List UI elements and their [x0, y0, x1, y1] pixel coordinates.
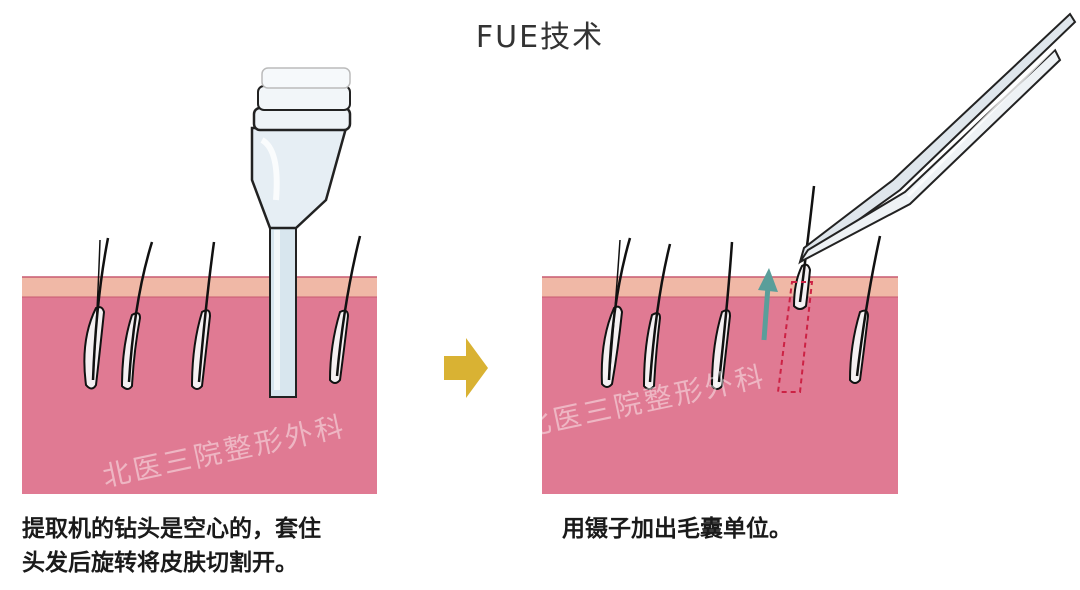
follicle-1 — [83, 237, 110, 390]
left-epidermis-layer — [22, 277, 377, 297]
follicle-5 — [328, 235, 362, 384]
follicle-r-extracted — [792, 185, 816, 310]
follicle-r1 — [600, 237, 632, 388]
follicle-r5 — [848, 235, 882, 384]
arrow-right-icon — [444, 338, 488, 398]
follicle-r2 — [642, 243, 672, 390]
arrow-up-icon — [758, 268, 778, 341]
tweezers-icon — [798, 12, 1077, 265]
right-follicles — [600, 185, 882, 390]
left-caption: 提取机的钻头是空心的，套住 头发后旋转将皮肤切割开。 — [22, 512, 442, 580]
hollow-punch-icon — [250, 67, 352, 398]
left-caption-line-1: 提取机的钻头是空心的，套住 — [22, 516, 321, 542]
extraction-site-outline — [776, 281, 814, 393]
diagram-title: FUE技术 — [475, 20, 605, 55]
right-epidermis-layer — [542, 277, 898, 297]
left-caption-line-2: 头发后旋转将皮肤切割开。 — [22, 550, 298, 576]
right-caption: 用镊子加出毛囊单位。 — [562, 516, 792, 542]
follicle-3 — [190, 241, 216, 390]
follicle-r3 — [710, 241, 734, 390]
follicle-2 — [120, 241, 154, 390]
